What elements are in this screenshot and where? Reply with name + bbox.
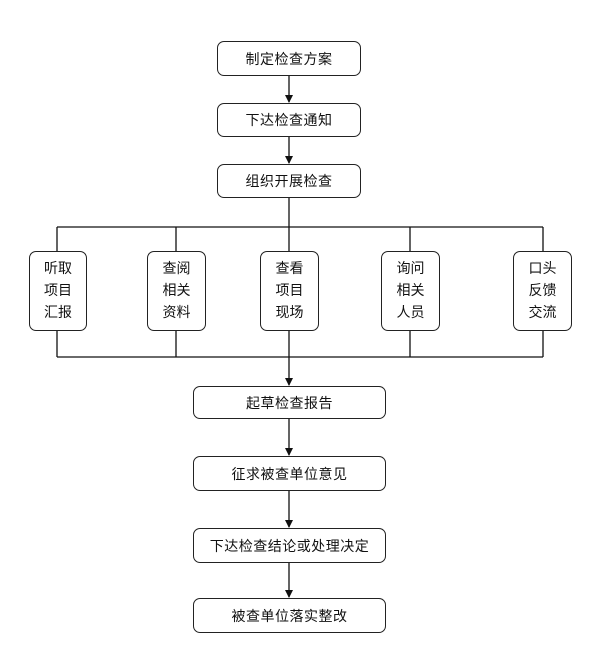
activity-1-line-3: 汇报: [44, 305, 72, 321]
activity-1-line-1: 听取: [44, 261, 72, 277]
step-draft-box: 起草检查报告: [193, 386, 386, 419]
activity-box-3: 查看 项目 现场: [260, 251, 319, 331]
activity-4-line-2: 相关: [396, 283, 425, 299]
step-organize-box: 组织开展检查: [217, 164, 361, 198]
activity-5-line-1: 口头: [528, 261, 557, 277]
activity-2-line-2: 相关: [162, 283, 191, 299]
step-rectify-box: 被查单位落实整改: [193, 598, 386, 633]
activity-2-line-3: 资料: [162, 305, 191, 321]
activity-box-5: 口头 反馈 交流: [513, 251, 572, 331]
step-notify-box: 下达检查通知: [217, 103, 361, 137]
step-decision-box: 下达检查结论或处理决定: [193, 528, 386, 563]
activity-2-line-1: 查阅: [162, 261, 191, 277]
activity-box-1: 听取 项目 汇报: [29, 251, 87, 331]
step-solicit-box: 征求被查单位意见: [193, 456, 386, 491]
activity-5-line-2: 反馈: [528, 283, 557, 299]
activity-box-4: 询问 相关 人员: [381, 251, 440, 331]
activity-box-2: 查阅 相关 资料: [147, 251, 206, 331]
step-plan-box: 制定检查方案: [217, 41, 361, 76]
activity-3-line-3: 现场: [275, 305, 304, 321]
activity-3-line-1: 查看: [275, 261, 304, 277]
activity-4-line-1: 询问: [396, 261, 425, 277]
activity-3-line-2: 项目: [275, 283, 304, 299]
activity-4-line-3: 人员: [396, 305, 425, 321]
activity-5-line-3: 交流: [528, 305, 557, 321]
activity-1-line-2: 项目: [44, 283, 72, 299]
